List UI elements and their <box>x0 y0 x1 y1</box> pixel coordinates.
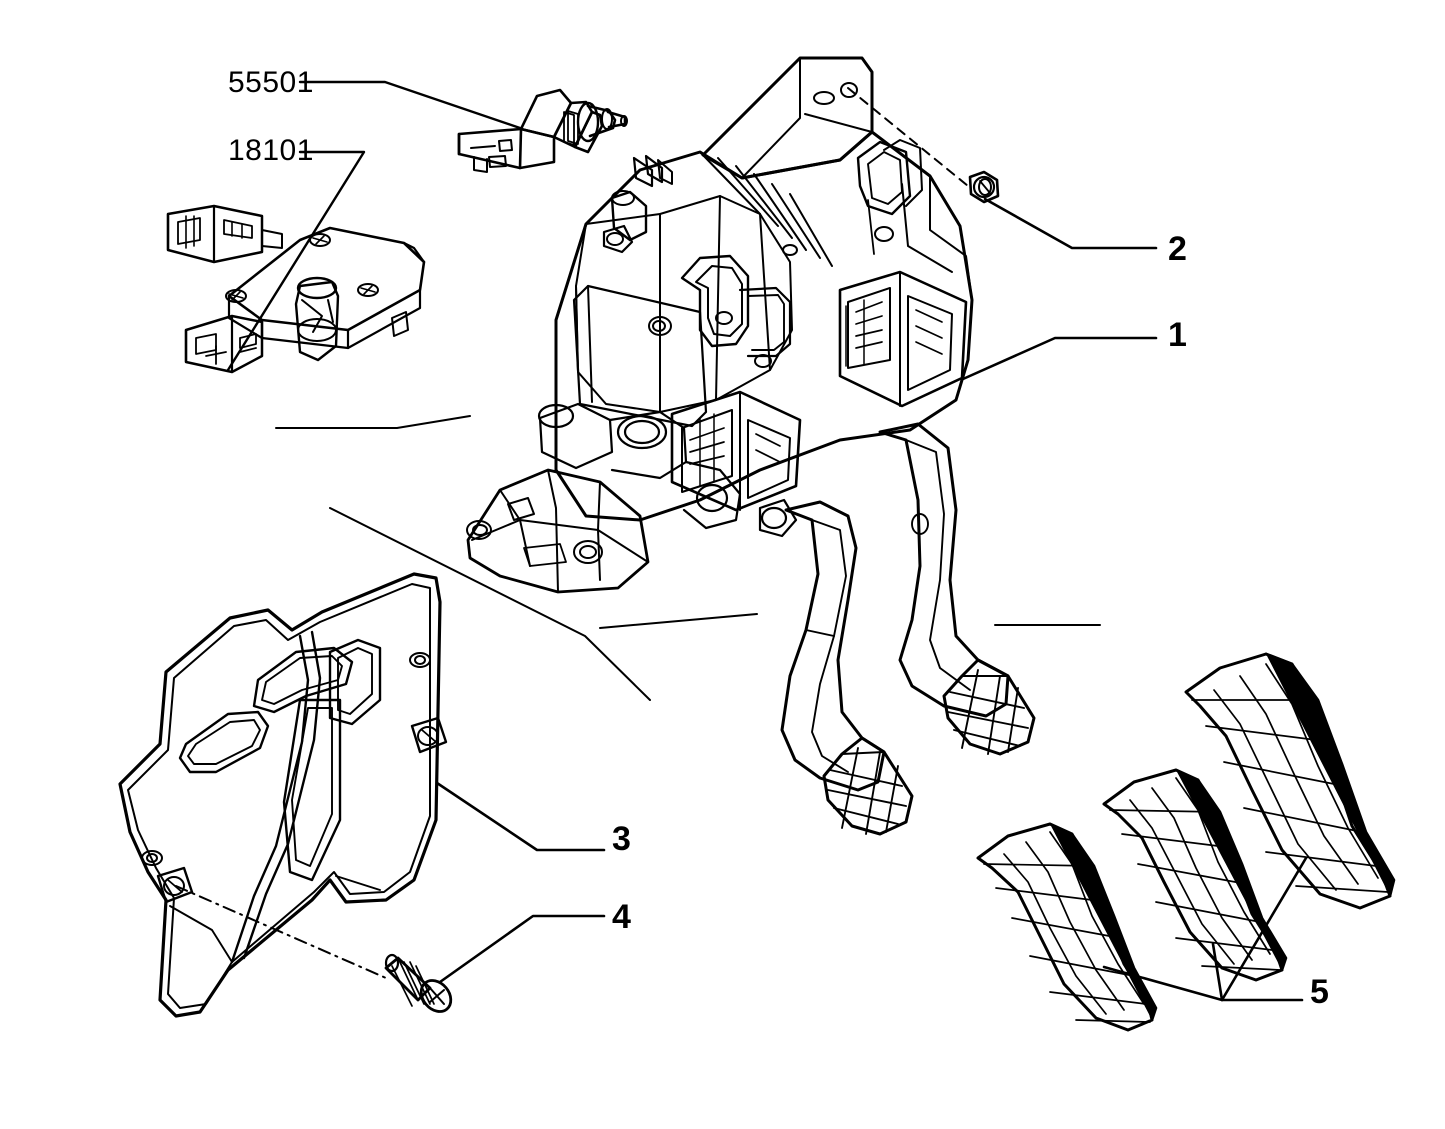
phillips-screw <box>384 953 453 1013</box>
leader-line-3 <box>435 781 606 852</box>
pedal-box-assembly <box>466 56 1036 836</box>
leader-line-18101 <box>226 150 366 372</box>
leader-line-2 <box>983 197 1158 250</box>
callout-number-5: 5 <box>1310 973 1329 1011</box>
pedal-rubber-pads <box>976 652 1396 1032</box>
callout-number-1: 1 <box>1168 316 1187 354</box>
callout-number-4: 4 <box>612 898 631 936</box>
assembly-axis-screw <box>175 885 387 979</box>
leader-line-internal-b <box>329 507 651 701</box>
pedal-position-sensor-actuator <box>166 204 426 374</box>
callout-number-3: 3 <box>612 820 631 858</box>
leader-line-55501 <box>298 80 522 130</box>
leader-line-4 <box>438 914 606 984</box>
pedal-cover-shield-panel <box>118 572 448 1018</box>
assembly-axis-nut <box>847 87 969 187</box>
leader-line-internal-c <box>599 613 758 629</box>
callout-number-2: 2 <box>1168 230 1187 268</box>
brake-light-switch <box>457 88 628 173</box>
part-number-18101: 18101 <box>228 134 314 167</box>
leader-line-1 <box>961 336 1158 381</box>
leader-line-internal-a <box>275 415 471 429</box>
hex-flange-nut <box>968 170 1000 204</box>
part-number-55501: 55501 <box>228 66 314 99</box>
